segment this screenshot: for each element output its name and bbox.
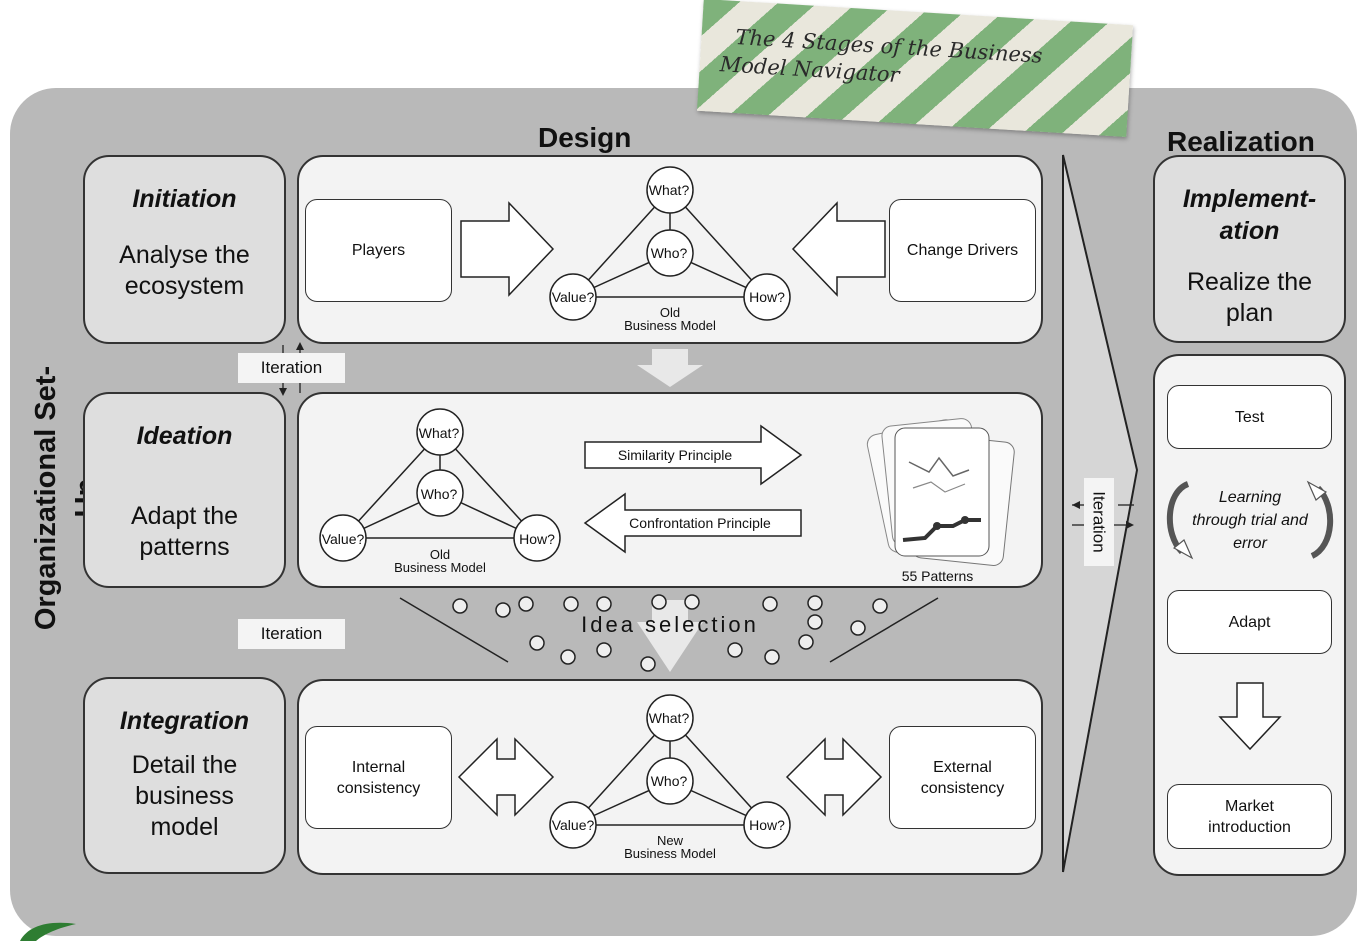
idea-model-label: Old Business Model: [365, 548, 515, 574]
left-arrow-drivers: [791, 201, 886, 297]
similarity-principle-label: Similarity Principle: [617, 447, 733, 463]
players-box: Players: [305, 199, 452, 302]
learning-line1: Learning: [1218, 489, 1282, 506]
stage-ideation-name: Ideation: [136, 422, 233, 450]
stage-integration-desc3: model: [150, 813, 219, 841]
internal-line2: consistency: [336, 779, 421, 797]
funnel-left-line: [399, 597, 509, 663]
internal-consistency-box: Internal consistency: [305, 726, 452, 829]
integ-model-line2: Business Model: [624, 846, 716, 861]
stage-integration-name: Integration: [119, 707, 250, 735]
stage-ideation-desc1: Adapt the: [130, 502, 239, 530]
adapt-box: Adapt: [1167, 590, 1332, 654]
double-arrow-left: [457, 737, 555, 817]
right-arrow-players: [460, 201, 555, 297]
iteration-label-1: Iteration: [238, 353, 345, 383]
stage-integration-desc2: business: [135, 782, 234, 810]
integ-how: How?: [749, 817, 785, 833]
confrontation-arrow: [583, 492, 802, 554]
stage-ideation: Ideation Adapt the patterns: [83, 392, 286, 588]
learning-line3: error: [1233, 535, 1267, 552]
stage-implementation-name1: Implement-: [1182, 185, 1317, 213]
design-header: Design: [538, 122, 632, 153]
init-value: Value?: [551, 289, 595, 305]
init-what: What?: [648, 182, 690, 198]
double-arrow-right: [785, 737, 883, 817]
stage-implementation-desc1: Realize the: [1186, 268, 1313, 296]
stage-integration-desc1: Detail the: [131, 751, 238, 779]
integ-who: Who?: [650, 773, 688, 789]
external-consistency-box: External consistency: [889, 726, 1036, 829]
ideation-diagram: [319, 408, 1015, 566]
change-drivers-box: Change Drivers: [889, 199, 1036, 302]
market-line1: Market: [1225, 797, 1274, 815]
idea-bubbles: [452, 594, 888, 672]
init-who: Who?: [650, 245, 688, 261]
idea-model-line1: Old: [429, 547, 451, 562]
external-line2: consistency: [920, 779, 1005, 797]
idea-who: Who?: [420, 486, 458, 502]
learning-line2: through trial and: [1192, 512, 1308, 529]
initiation-diagram: [460, 166, 886, 321]
stage-implementation: Implement- ation Realize the plan: [1153, 155, 1346, 343]
idea-what: What?: [418, 425, 460, 441]
stage-initiation-desc2: ecosystem: [124, 272, 245, 300]
idea-value: Value?: [321, 531, 365, 547]
stage-integration: Integration Detail the business model: [83, 677, 286, 874]
init-how: How?: [749, 289, 785, 305]
stage-initiation-name: Initiation: [132, 185, 237, 213]
similarity-arrow: [584, 424, 803, 486]
stage-implementation-name2: ation: [1219, 217, 1280, 245]
integration-diagram: [457, 694, 883, 849]
init-model-line1: Old: [659, 305, 681, 320]
patterns-label: 55 Patterns: [901, 568, 974, 584]
iteration-label-vertical: Iteration: [1084, 478, 1114, 566]
stage-initiation: Initiation Analyse the ecosystem: [83, 155, 286, 344]
down-arrow-icon: [1218, 682, 1282, 751]
init-model-line2: Business Model: [624, 318, 716, 333]
external-line1: External: [933, 758, 992, 776]
init-model-label: Old Business Model: [595, 306, 745, 332]
market-line2: introduction: [1208, 818, 1291, 836]
down-arrow-1: [637, 349, 703, 387]
test-box: Test: [1167, 385, 1332, 449]
confrontation-principle-label: Confrontation Principle: [629, 515, 771, 531]
logo-leaf-icon: [20, 922, 76, 941]
integ-model-line1: New: [656, 833, 683, 848]
idea-model-line2: Business Model: [394, 560, 486, 575]
market-introduction-box: Market introduction: [1167, 784, 1332, 849]
stage-initiation-desc1: Analyse the: [119, 241, 250, 269]
integ-value: Value?: [551, 817, 595, 833]
idea-how: How?: [519, 531, 555, 547]
internal-line1: Internal: [351, 758, 406, 776]
integ-what: What?: [648, 710, 690, 726]
realization-header: Realization: [1167, 126, 1315, 157]
iteration-label-2: Iteration: [238, 619, 345, 649]
iteration-label-vertical-text: Iteration: [1090, 491, 1109, 553]
pattern-cards-icon: [866, 418, 1015, 566]
integ-model-label: New Business Model: [595, 834, 745, 860]
idea-selection-label: Idea selection: [581, 612, 759, 637]
cycle-arrows-icon: [1167, 480, 1333, 560]
stage-implementation-desc2: plan: [1225, 299, 1274, 327]
down-arrow-2: [637, 600, 703, 672]
learning-text: Learning through trial and error: [1170, 486, 1330, 555]
funnel-right-line: [829, 597, 939, 663]
stage-ideation-desc2: patterns: [139, 533, 230, 561]
